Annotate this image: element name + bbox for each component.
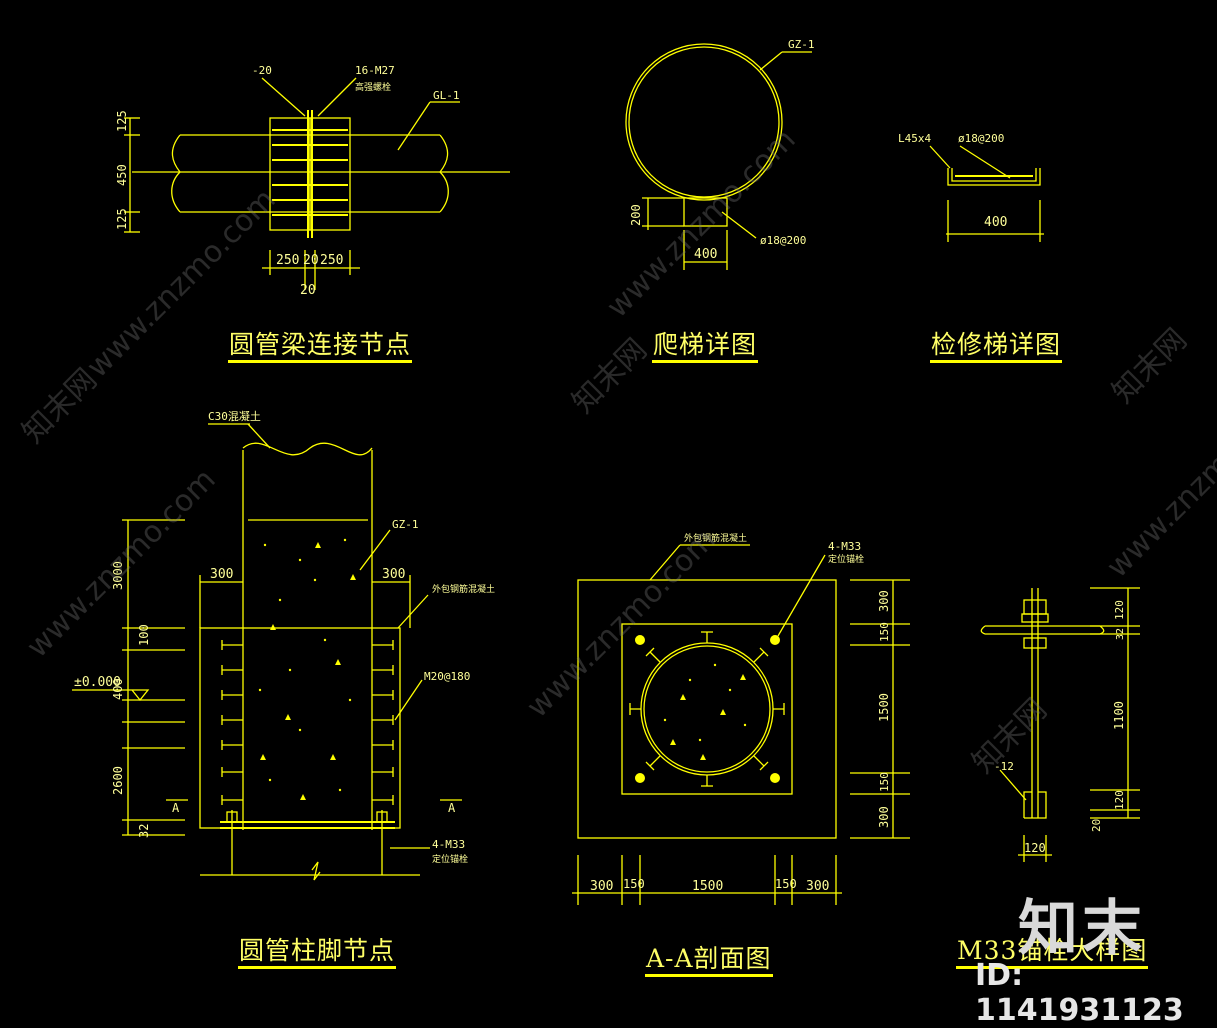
aa-anchors-note: 定位锚栓	[828, 553, 864, 565]
pipe-dim-b3: 250	[320, 253, 343, 268]
base-section-mark-left: A	[172, 801, 180, 815]
anchor-dim-r2: 32	[1115, 628, 1126, 640]
base-anchors-note: 定位锚栓	[432, 853, 468, 865]
aa-anchors-label: 4-M33	[828, 540, 861, 553]
anchor-dim-bottom: 120	[1024, 841, 1046, 855]
ladder-dim-h: 200	[629, 204, 643, 226]
base-dim-300-left: 300	[210, 567, 233, 582]
base-dim-3000: 3000	[111, 561, 125, 590]
section-aa-drawing	[572, 544, 910, 905]
anchor-plate-label: -12	[994, 760, 1014, 773]
ladder-dim-w: 400	[694, 247, 717, 262]
image-id-label: ID: 1141931123	[975, 958, 1184, 1028]
anchor-dim-r1: 120	[1113, 600, 1126, 620]
base-section-mark-right: A	[448, 801, 456, 815]
base-dim-32: 32	[137, 824, 151, 838]
pipe-dim-20: 20	[300, 283, 316, 298]
title-ladder: 爬梯详图	[652, 330, 759, 363]
aa-dim-r1: 300	[877, 590, 891, 612]
aa-dim-r2: 150	[878, 622, 891, 642]
pipe-dim-b2: 20	[303, 253, 319, 268]
title-anchor: M33锚栓大样图	[956, 936, 1149, 969]
pipe-bolts-note: 高强螺栓	[355, 81, 391, 93]
aa-dim-b3: 1500	[692, 879, 723, 894]
ladder-column-label: GZ-1	[788, 38, 815, 51]
anchor-dim-r4: 120	[1113, 790, 1126, 810]
aa-dim-r4: 150	[878, 772, 891, 792]
base-concrete-label: C30混凝土	[208, 409, 261, 423]
base-encasement-label: 外包钢筋混凝土	[432, 583, 495, 595]
ladder-drawing	[625, 43, 812, 270]
aa-dim-r3: 1500	[877, 693, 891, 722]
base-elev-label: ±0.000	[74, 675, 121, 690]
aa-dim-b2: 150	[623, 877, 645, 891]
title-section-aa: A-A剖面图	[645, 944, 773, 977]
base-dim-2600: 2600	[111, 766, 125, 795]
anchor-drawing	[980, 587, 1140, 862]
base-studs-label: M20@180	[424, 670, 470, 683]
aa-dim-b1: 300	[590, 879, 613, 894]
title-maint-ladder: 检修梯详图	[930, 330, 1063, 363]
base-dim-100: 100	[137, 624, 151, 646]
title-column-base: 圆管柱脚节点	[238, 936, 397, 969]
aa-dim-b5: 300	[806, 879, 829, 894]
pipe-joint-drawing	[124, 77, 510, 290]
pipe-dim-bot: 125	[115, 208, 129, 230]
anchor-dim-r3: 1100	[1112, 701, 1126, 730]
pipe-dim-mid: 450	[115, 164, 129, 186]
column-base-drawing	[72, 423, 462, 881]
pipe-dim-b1: 250	[276, 253, 299, 268]
pipe-plate-label: -20	[252, 64, 272, 77]
maint-ladder-drawing	[929, 145, 1044, 242]
maint-dim-w: 400	[984, 215, 1007, 230]
ladder-rebar-label: ø18@200	[760, 234, 806, 247]
aa-encasement-label: 外包钢筋混凝土	[684, 532, 747, 544]
title-pipe-joint: 圆管梁连接节点	[228, 330, 413, 363]
anchor-dim-r5: 20	[1090, 819, 1103, 832]
aa-dim-b4: 150	[775, 877, 797, 891]
brand-logo: 知末	[1018, 894, 1146, 964]
base-dim-300-right: 300	[382, 567, 405, 582]
base-column-label: GZ-1	[392, 518, 419, 531]
maint-angle-label: L45x4	[898, 132, 931, 145]
base-anchors-label: 4-M33	[432, 838, 465, 851]
base-dim-400: 400	[111, 678, 125, 700]
aa-dim-r5: 300	[877, 806, 891, 828]
pipe-beam-label: GL-1	[433, 89, 460, 102]
pipe-dim-top: 125	[115, 110, 129, 132]
maint-rebar-label: ø18@200	[958, 132, 1004, 145]
pipe-bolts-label: 16-M27	[355, 64, 395, 77]
